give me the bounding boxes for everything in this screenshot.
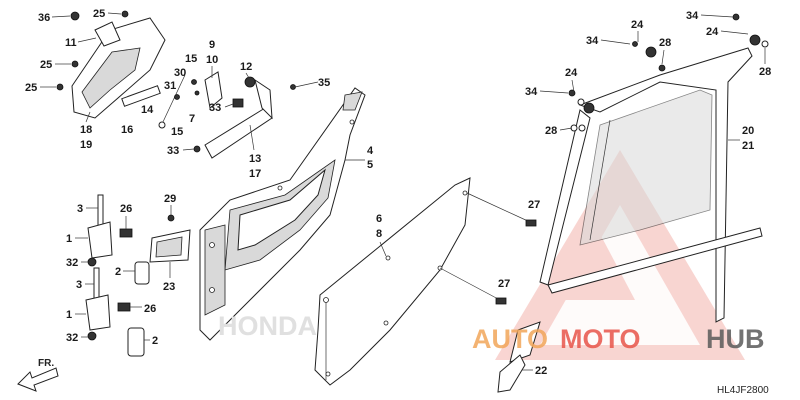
watermark-brand-mid: MOTO — [560, 324, 641, 354]
callout-34: 34 — [686, 10, 699, 22]
callout-2: 2 — [115, 266, 121, 278]
hinge-upper — [87, 194, 191, 285]
callout-24: 24 — [706, 26, 719, 38]
diagram-code: HL4JF2800 — [717, 385, 769, 396]
callout-28: 28 — [759, 66, 771, 78]
callout-8: 8 — [376, 228, 382, 240]
callout-28: 28 — [659, 37, 671, 49]
callout-6: 6 — [376, 213, 382, 225]
callout-36: 36 — [38, 12, 50, 24]
callout-4: 4 — [367, 145, 374, 157]
callout-1: 1 — [66, 309, 72, 321]
callout-1: 1 — [66, 233, 72, 245]
callout-31: 31 — [164, 80, 176, 92]
outer-door-panel — [314, 177, 471, 386]
callout-17: 17 — [249, 168, 261, 180]
callout-26: 26 — [120, 203, 132, 215]
callout-2: 2 — [152, 335, 158, 347]
callout-28: 28 — [545, 125, 557, 137]
callout-35: 35 — [318, 77, 330, 89]
callout-11: 11 — [65, 37, 77, 49]
watermark-brand-suffix: HUB — [706, 324, 765, 354]
door-frame-net — [497, 13, 769, 393]
callout-24: 24 — [565, 67, 578, 79]
inner-door-panel — [199, 87, 366, 341]
latch-bracket — [193, 71, 319, 159]
callout-30: 30 — [174, 67, 186, 79]
callout-15: 15 — [185, 53, 197, 65]
callout-3: 3 — [77, 203, 83, 215]
callout-25: 25 — [93, 8, 105, 20]
callout-32: 32 — [66, 257, 78, 269]
callout-15: 15 — [171, 126, 183, 138]
callout-29: 29 — [164, 193, 176, 205]
watermark-text: AUTO MOTO HUB — [472, 324, 765, 354]
callout-32: 32 — [66, 332, 78, 344]
engraved-brand: HONDA — [218, 311, 317, 341]
callout-24: 24 — [631, 19, 644, 31]
callout-26: 26 — [144, 303, 156, 315]
callout-16: 16 — [121, 124, 133, 136]
callout-12: 12 — [240, 61, 252, 73]
callout-20: 20 — [742, 125, 754, 137]
callout-34: 34 — [525, 86, 538, 98]
hinge-lower — [85, 267, 145, 357]
callout-23: 23 — [163, 281, 175, 293]
front-direction-arrow: FR. — [17, 358, 59, 392]
callout-9: 9 — [209, 39, 215, 51]
callout-14: 14 — [141, 104, 154, 116]
callout-27: 27 — [528, 199, 540, 211]
callout-labels: 36 25 11 25 25 18 19 16 14 15 31 30 15 9… — [25, 8, 771, 377]
callout-34: 34 — [586, 35, 599, 47]
callout-33: 33 — [209, 102, 221, 114]
callout-5: 5 — [367, 159, 373, 171]
callout-25: 25 — [40, 59, 52, 71]
watermark-brand-prefix: AUTO — [472, 324, 548, 354]
callout-7: 7 — [189, 113, 195, 125]
callout-18: 18 — [80, 124, 92, 136]
callout-33: 33 — [167, 145, 179, 157]
callout-19: 19 — [80, 139, 92, 151]
handle-cover-assembly — [56, 10, 200, 129]
callout-3: 3 — [76, 279, 82, 291]
callout-10: 10 — [206, 54, 218, 66]
bolt-27-set — [439, 192, 537, 305]
callout-13: 13 — [249, 153, 261, 165]
callout-27: 27 — [498, 278, 510, 290]
callout-22: 22 — [535, 365, 547, 377]
front-direction-label: FR. — [38, 358, 54, 369]
callout-21: 21 — [742, 140, 754, 152]
callout-25: 25 — [25, 82, 37, 94]
